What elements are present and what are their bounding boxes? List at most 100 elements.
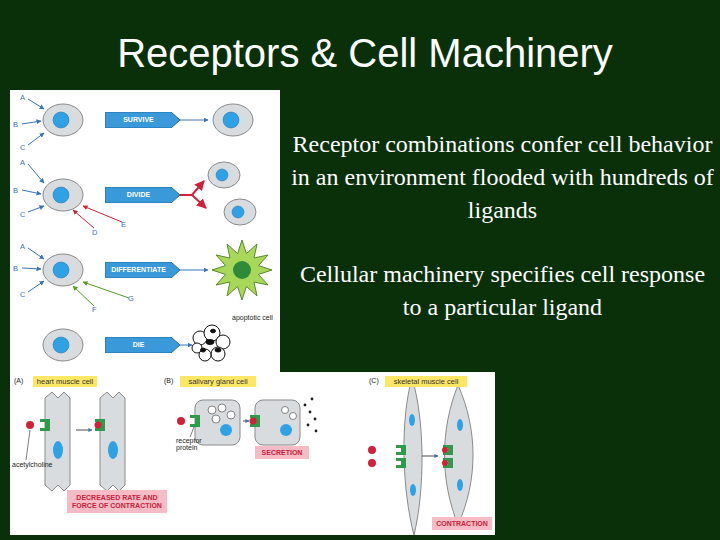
salivary-gland-cells <box>311 398 314 401</box>
box-text: DIE <box>133 341 153 348</box>
body-text: Receptor combinations confer cell behavi… <box>290 128 715 227</box>
signal-letter: A <box>20 93 25 102</box>
signal-arrows <box>28 99 44 109</box>
cell <box>43 104 256 361</box>
annotation-label: (C) <box>369 377 379 384</box>
nucleus <box>53 262 69 278</box>
skeletal-muscle-cells <box>404 378 422 535</box>
signal-arrows <box>22 268 41 269</box>
cell <box>213 104 253 136</box>
response-box: SECRETION <box>255 446 309 459</box>
response-box: DECREASED RATE AND FORCE OF CONTRACTION <box>67 490 167 513</box>
apoptotic-cell <box>206 340 214 345</box>
nucleus <box>53 112 69 128</box>
salivary-gland-cells <box>282 407 289 414</box>
panel-background <box>10 372 495 535</box>
skeletal-muscle-cells <box>442 460 448 466</box>
signal-arrows <box>28 248 44 259</box>
salivary-gland-cells <box>314 418 317 421</box>
salivary-gland-cells <box>315 430 318 433</box>
skeletal-muscle-cells <box>396 445 406 455</box>
box-text: SURVIVE <box>123 116 162 123</box>
salivary-gland-cells <box>304 404 307 407</box>
slide-title: Receptors & Cell Machinery <box>0 30 720 76</box>
cell-type-tag: heart muscle cell <box>33 376 97 387</box>
apoptotic-cell <box>201 348 206 352</box>
salivary-gland-cells <box>220 424 232 436</box>
signal-arrows <box>28 133 44 145</box>
salivary-gland-cells <box>250 415 260 427</box>
signal-arrows <box>22 99 208 345</box>
salivary-gland-cells <box>250 418 257 425</box>
box-text: DIFFERENTIATE <box>111 266 174 273</box>
signal-arrows <box>83 206 122 222</box>
nucleus <box>53 337 69 353</box>
salivary-gland-cells <box>290 413 297 420</box>
action-arrow-box: DIE <box>105 337 180 353</box>
signal-arrows <box>83 282 129 298</box>
signal-arrows <box>192 195 206 208</box>
apoptotic-cell <box>211 347 225 361</box>
signal-arrows <box>73 210 94 228</box>
action-arrow-box: DIVIDE <box>105 187 180 203</box>
signal-arrows <box>180 270 208 271</box>
signal-letter: B <box>13 186 18 195</box>
box-text: DECREASED RATE AND FORCE OF CONTRACTION <box>67 494 167 509</box>
signal-letter: C <box>20 290 25 299</box>
signal-arrows <box>73 286 94 306</box>
skeletal-muscle-cells <box>422 456 438 457</box>
cell-type-tag: salivary gland cell <box>180 376 256 387</box>
heart-muscle-cells <box>26 392 125 491</box>
arrow-box-shape <box>105 337 180 353</box>
signal-arrows <box>28 164 44 183</box>
annotation-label: apoptotic cell <box>232 314 276 321</box>
action-arrow-box: DIFFERENTIATE <box>105 262 180 278</box>
differentiated-cell <box>212 240 272 300</box>
box-text: SECRETION <box>259 449 306 456</box>
signal-arrows <box>73 282 129 306</box>
salivary-gland-cells <box>177 417 185 425</box>
skeletal-muscle-cells <box>368 378 473 535</box>
signal-letter: A <box>20 158 25 167</box>
heart-muscle-cells <box>76 430 92 431</box>
signal-letter: C <box>20 210 25 219</box>
signal-arrows <box>28 281 44 292</box>
box-text: heart muscle cell <box>37 378 93 386</box>
signal-arrows <box>22 190 41 194</box>
skeletal-muscle-cells <box>368 446 376 454</box>
heart-muscle-cells <box>45 392 70 491</box>
salivary-gland-cells <box>304 398 318 433</box>
signal-letter: E <box>121 220 126 229</box>
differentiated-cell <box>212 240 272 300</box>
cell <box>43 329 83 361</box>
heart-muscle-cells <box>95 422 102 429</box>
nucleus <box>216 169 228 181</box>
arrow-box-shape <box>105 112 180 128</box>
salivary-gland-cells <box>307 424 310 427</box>
cell <box>43 179 83 211</box>
salivary-gland-cells <box>208 406 216 414</box>
signal-letter: B <box>13 264 18 273</box>
apoptotic-cell <box>211 329 216 333</box>
skeletal-muscle-cells <box>443 445 453 455</box>
annotation-label: (A) <box>14 377 23 384</box>
skeletal-muscle-cells <box>443 458 453 468</box>
cell <box>43 254 83 286</box>
signal-arrows <box>73 181 206 228</box>
salivary-gland-cells <box>190 415 200 427</box>
cell <box>208 162 240 188</box>
salivary-gland-cells <box>212 415 220 423</box>
nucleus <box>223 112 239 128</box>
arrow-box-shape <box>105 187 180 203</box>
heart-muscle-cells <box>95 419 105 431</box>
signal-arrows <box>180 120 208 121</box>
heart-muscle-cells <box>53 441 63 459</box>
nucleus <box>53 187 69 203</box>
signal-letter: F <box>92 305 97 314</box>
salivary-gland-cells <box>190 427 194 437</box>
signal-letter: A <box>20 242 25 251</box>
annotation-label: acetylcholine <box>12 461 52 468</box>
apoptotic-cell <box>192 325 230 361</box>
skeletal-muscle-cells <box>442 447 448 453</box>
signal-letter: D <box>92 228 97 237</box>
